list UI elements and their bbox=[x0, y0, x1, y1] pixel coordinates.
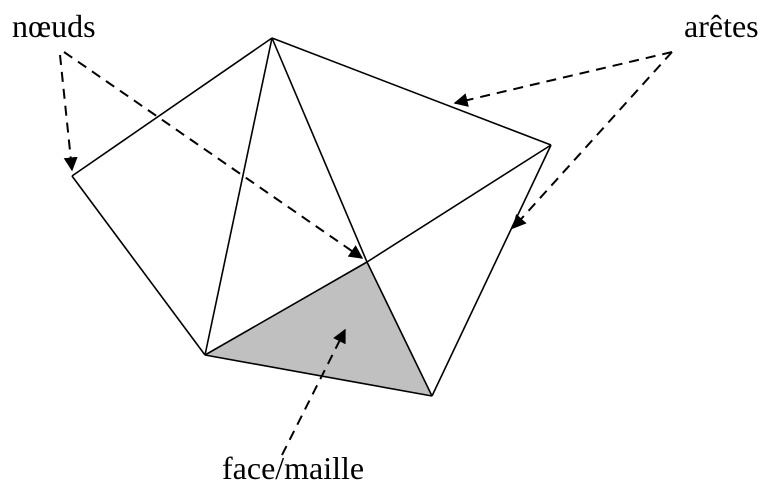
arrow-edges-right bbox=[512, 51, 673, 230]
mesh-edge bbox=[204, 261, 368, 356]
mesh-edge bbox=[431, 144, 552, 397]
mesh-edges bbox=[71, 37, 552, 397]
arrow-nodes-center bbox=[63, 51, 364, 259]
mesh-edge bbox=[271, 37, 552, 146]
arrow-face bbox=[281, 328, 346, 456]
annotation-arrows bbox=[59, 51, 673, 456]
mesh-edge bbox=[204, 354, 433, 397]
edges-label: arêtes bbox=[684, 8, 759, 44]
face-label: face/maille bbox=[222, 450, 365, 486]
mesh-edge bbox=[71, 37, 273, 177]
mesh-edge bbox=[366, 261, 433, 397]
nodes-label: nœuds bbox=[12, 8, 96, 44]
highlighted-face bbox=[205, 262, 432, 396]
arrow-edges-top bbox=[453, 51, 673, 107]
mesh-edge bbox=[204, 37, 273, 356]
mesh-edge bbox=[366, 144, 552, 263]
mesh-edge bbox=[271, 37, 368, 263]
mesh-edge bbox=[71, 175, 206, 356]
arrow-nodes-left bbox=[59, 54, 78, 172]
